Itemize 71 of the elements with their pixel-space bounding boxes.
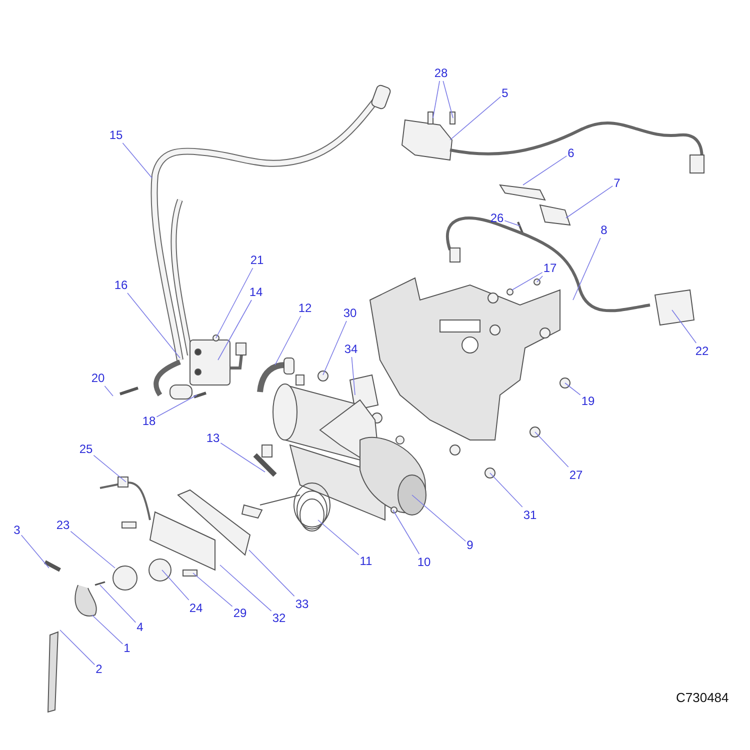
callout-number: 22 (695, 344, 709, 358)
leader-line (512, 272, 543, 290)
leader-line (218, 300, 252, 360)
callout-number: 26 (490, 211, 504, 225)
leader-line (564, 382, 581, 396)
callout-number: 27 (569, 468, 583, 482)
callout-number: 29 (233, 606, 247, 620)
callout-number: 32 (272, 611, 286, 625)
leader-line (104, 386, 114, 396)
callout-number: 11 (360, 554, 372, 568)
leader-line (60, 630, 96, 666)
callout-number: 4 (136, 620, 144, 634)
leader-line (534, 432, 569, 468)
callout-number: 34 (344, 342, 358, 356)
callout-number: 7 (614, 176, 620, 190)
callout-number: 24 (189, 601, 203, 615)
callout-number: 9 (466, 538, 474, 552)
leader-line (536, 276, 543, 282)
callout-number: 1 (124, 641, 130, 655)
leader-line (100, 584, 136, 623)
callout-number: 17 (543, 261, 557, 275)
callout-number: 19 (581, 394, 595, 408)
leader-line (127, 292, 180, 358)
leader-line (442, 80, 454, 118)
callout-number: 10 (417, 555, 431, 569)
leader-line (216, 268, 254, 338)
callout-number: 23 (56, 518, 70, 532)
leader-line (392, 510, 420, 554)
leader-line (20, 534, 50, 568)
leader-line (70, 530, 116, 568)
leader-line (351, 356, 356, 396)
callout-number: 30 (343, 306, 357, 320)
leader-line (522, 156, 568, 186)
callout-number: 33 (295, 597, 309, 611)
callout-number: 15 (109, 128, 123, 142)
callout-number: 20 (91, 371, 105, 385)
leader-line (318, 520, 360, 556)
callout-number: 3 (14, 523, 20, 537)
callout-number: 2 (96, 662, 102, 676)
leader-line (450, 96, 502, 140)
leader-line (192, 572, 233, 607)
leader-line (672, 310, 697, 344)
leader-line (220, 442, 266, 472)
leader-line (162, 570, 190, 600)
leader-line (504, 220, 520, 226)
leader-line (93, 454, 126, 482)
leader-line (220, 564, 272, 612)
callout-number: 28 (434, 66, 448, 80)
callout-number: 12 (298, 301, 312, 315)
leader-line (92, 614, 124, 644)
leader-line (572, 238, 601, 300)
leader-line (248, 550, 295, 597)
callout-number: 31 (523, 508, 537, 522)
callout-number: 21 (250, 253, 264, 267)
leader-line (566, 186, 614, 218)
callout-number: 18 (142, 414, 156, 428)
leader-line (412, 494, 466, 542)
callout-number: 8 (600, 223, 608, 237)
leader-line (156, 394, 198, 418)
leader-line (122, 142, 152, 178)
callout-number: 5 (502, 86, 508, 100)
leader-line (274, 316, 302, 366)
leader-line (490, 472, 523, 508)
leader-line (322, 320, 347, 376)
callout-number: 6 (568, 146, 574, 160)
callout-number: 25 (79, 442, 93, 456)
part-number-label: C730484 (676, 690, 729, 705)
callout-number: 13 (206, 431, 220, 445)
leader-line (432, 80, 440, 118)
callout-number: 14 (249, 285, 263, 299)
callout-number: 16 (114, 278, 128, 292)
